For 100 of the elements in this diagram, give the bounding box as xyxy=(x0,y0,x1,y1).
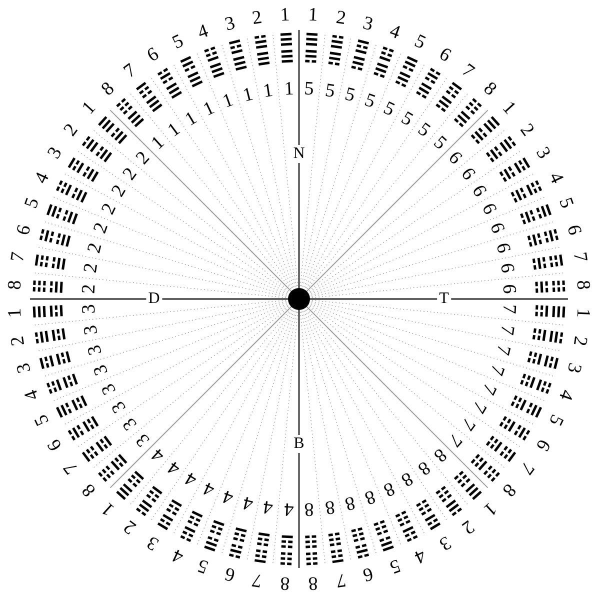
inner-ring-number: 5 xyxy=(304,80,314,99)
outer-ring-number: 8 xyxy=(480,78,500,99)
inner-ring-number: 7 xyxy=(496,324,517,336)
inner-ring-number: 4 xyxy=(283,499,294,518)
outer-ring-number: 2 xyxy=(516,120,538,140)
inner-ring-number: 8 xyxy=(324,496,336,517)
inner-ring-number: 1 xyxy=(241,84,255,106)
inner-ring-number: 1 xyxy=(182,108,200,130)
outer-ring-number: 3 xyxy=(44,144,66,162)
inner-ring-number: 4 xyxy=(220,486,236,508)
outer-ring-number: 1 xyxy=(98,499,118,520)
outer-ring-number: 6 xyxy=(361,564,375,585)
inner-ring-number: 8 xyxy=(398,468,416,490)
outer-ring-number: 2 xyxy=(570,334,590,347)
inner-ring-number: 4 xyxy=(262,496,274,517)
outer-ring-number: 7 xyxy=(251,570,264,590)
outer-ring-number: 1 xyxy=(280,6,290,26)
outer-ring-number: 4 xyxy=(32,169,53,186)
direction-letter: N xyxy=(291,145,307,163)
outer-ring-number: 7 xyxy=(516,458,538,478)
inner-ring-number: 4 xyxy=(200,478,218,500)
inner-ring-number: 6 xyxy=(499,283,518,294)
inner-ring-number: 4 xyxy=(241,492,255,514)
outer-ring-number: 5 xyxy=(196,556,211,577)
outer-ring-number: 5 xyxy=(32,412,53,429)
inner-ring-number: 7 xyxy=(478,380,500,398)
outer-ring-number: 6 xyxy=(532,436,554,454)
inner-ring-number: 1 xyxy=(200,98,218,120)
outer-ring-number: 2 xyxy=(120,516,140,538)
outer-ring-number: 3 xyxy=(223,13,237,34)
outer-ring-number: 3 xyxy=(436,532,454,554)
inner-ring-number: 8 xyxy=(343,492,357,514)
outer-ring-number: 4 xyxy=(21,387,42,402)
direction-letter: B xyxy=(292,435,306,453)
inner-ring-number: 5 xyxy=(343,84,357,106)
inner-ring-number: 2 xyxy=(98,200,120,218)
inner-ring-number: 6 xyxy=(492,241,514,255)
outer-ring-number: 6 xyxy=(144,44,162,66)
inner-ring-number: 1 xyxy=(283,80,294,99)
outer-ring-number: 3 xyxy=(532,144,554,162)
inner-ring-number: 2 xyxy=(81,262,102,274)
outer-ring-number: 8 xyxy=(98,78,118,99)
inner-ring-number: 1 xyxy=(262,81,274,102)
outer-ring-number: 5 xyxy=(169,32,186,53)
inner-ring-number: 2 xyxy=(84,241,106,255)
outer-ring-number: 5 xyxy=(21,196,42,211)
inner-ring-number: 6 xyxy=(486,220,508,236)
outer-ring-number: 4 xyxy=(169,545,186,566)
outer-ring-number: 5 xyxy=(387,556,402,577)
outer-ring-number: 7 xyxy=(458,60,478,82)
outer-ring-number: 6 xyxy=(13,223,34,237)
inner-ring-number: 3 xyxy=(81,324,102,336)
inner-ring-number: 2 xyxy=(90,220,112,236)
inner-ring-number: 1 xyxy=(220,90,236,112)
outer-ring-number: 8 xyxy=(6,280,26,290)
outer-ring-number: 1 xyxy=(572,308,592,318)
inner-ring-number: 3 xyxy=(90,362,112,378)
outer-ring-number: 8 xyxy=(308,572,318,592)
outer-ring-number: 5 xyxy=(545,412,566,429)
outer-ring-number: 4 xyxy=(412,545,429,566)
inner-ring-number: 5 xyxy=(324,81,336,102)
inner-ring-number: 5 xyxy=(398,108,416,130)
inner-ring-number: 7 xyxy=(486,362,508,378)
outer-ring-number: 8 xyxy=(280,572,290,592)
inner-ring-number: 8 xyxy=(380,478,398,500)
outer-ring-number: 2 xyxy=(8,334,28,347)
outer-ring-number: 7 xyxy=(8,251,28,264)
outer-ring-number: 6 xyxy=(44,436,66,454)
inner-ring-number: 7 xyxy=(499,304,518,314)
inner-ring-number: 3 xyxy=(98,380,120,398)
outer-ring-number: 2 xyxy=(60,120,82,140)
outer-ring-number: 1 xyxy=(6,308,26,318)
inner-ring-number: 6 xyxy=(478,200,500,218)
outer-ring-number: 7 xyxy=(570,251,590,264)
inner-ring-number: 2 xyxy=(80,283,99,294)
inner-ring-number: 7 xyxy=(468,398,490,416)
outer-ring-number: 3 xyxy=(361,13,375,34)
inner-ring-number: 4 xyxy=(182,468,200,490)
outer-ring-number: 6 xyxy=(223,564,237,585)
inner-ring-number: 8 xyxy=(362,486,378,508)
outer-ring-number: 8 xyxy=(78,480,99,500)
outer-ring-number: 5 xyxy=(412,32,429,53)
outer-ring-number: 3 xyxy=(564,361,585,375)
outer-ring-number: 3 xyxy=(13,361,34,375)
inner-ring-number: 8 xyxy=(304,499,314,518)
inner-ring-number: 5 xyxy=(362,90,378,112)
outer-ring-number: 3 xyxy=(144,532,162,554)
inner-ring-number: 2 xyxy=(108,182,130,200)
outer-ring-number: 1 xyxy=(78,98,99,118)
inner-ring-number: 5 xyxy=(380,98,398,120)
outer-ring-number: 6 xyxy=(564,223,585,237)
outer-ring-number: 8 xyxy=(572,280,592,290)
outer-ring-number: 7 xyxy=(334,570,347,590)
outer-ring-number: 6 xyxy=(436,44,454,66)
outer-ring-number: 4 xyxy=(556,387,577,402)
outer-ring-number: 4 xyxy=(387,21,402,42)
outer-ring-number: 1 xyxy=(308,6,318,26)
outer-ring-number: 2 xyxy=(251,8,264,28)
inner-ring-number: 3 xyxy=(80,304,99,314)
outer-ring-number: 7 xyxy=(60,458,82,478)
